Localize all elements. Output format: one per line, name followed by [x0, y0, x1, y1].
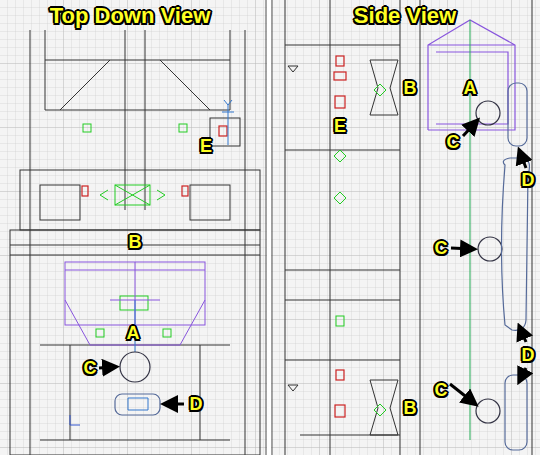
- callout-letter: A: [464, 79, 477, 97]
- callout-letter: D: [190, 395, 203, 413]
- view-title: Side View: [354, 5, 456, 27]
- callout-letter: B: [129, 233, 142, 251]
- view-title: Top Down View: [50, 5, 211, 27]
- callout-letter: E: [334, 117, 346, 135]
- callout-letter: D: [522, 171, 535, 189]
- callout-letter: C: [84, 359, 97, 377]
- callout-letter: E: [200, 137, 212, 155]
- callout-letter: C: [435, 381, 448, 399]
- callout-letter: D: [522, 346, 535, 364]
- callout-letter: B: [404, 79, 417, 97]
- callout-letter: C: [435, 239, 448, 257]
- callout-letter: C: [447, 133, 460, 151]
- callout-letter: A: [127, 324, 140, 342]
- callout-letter: B: [404, 399, 417, 417]
